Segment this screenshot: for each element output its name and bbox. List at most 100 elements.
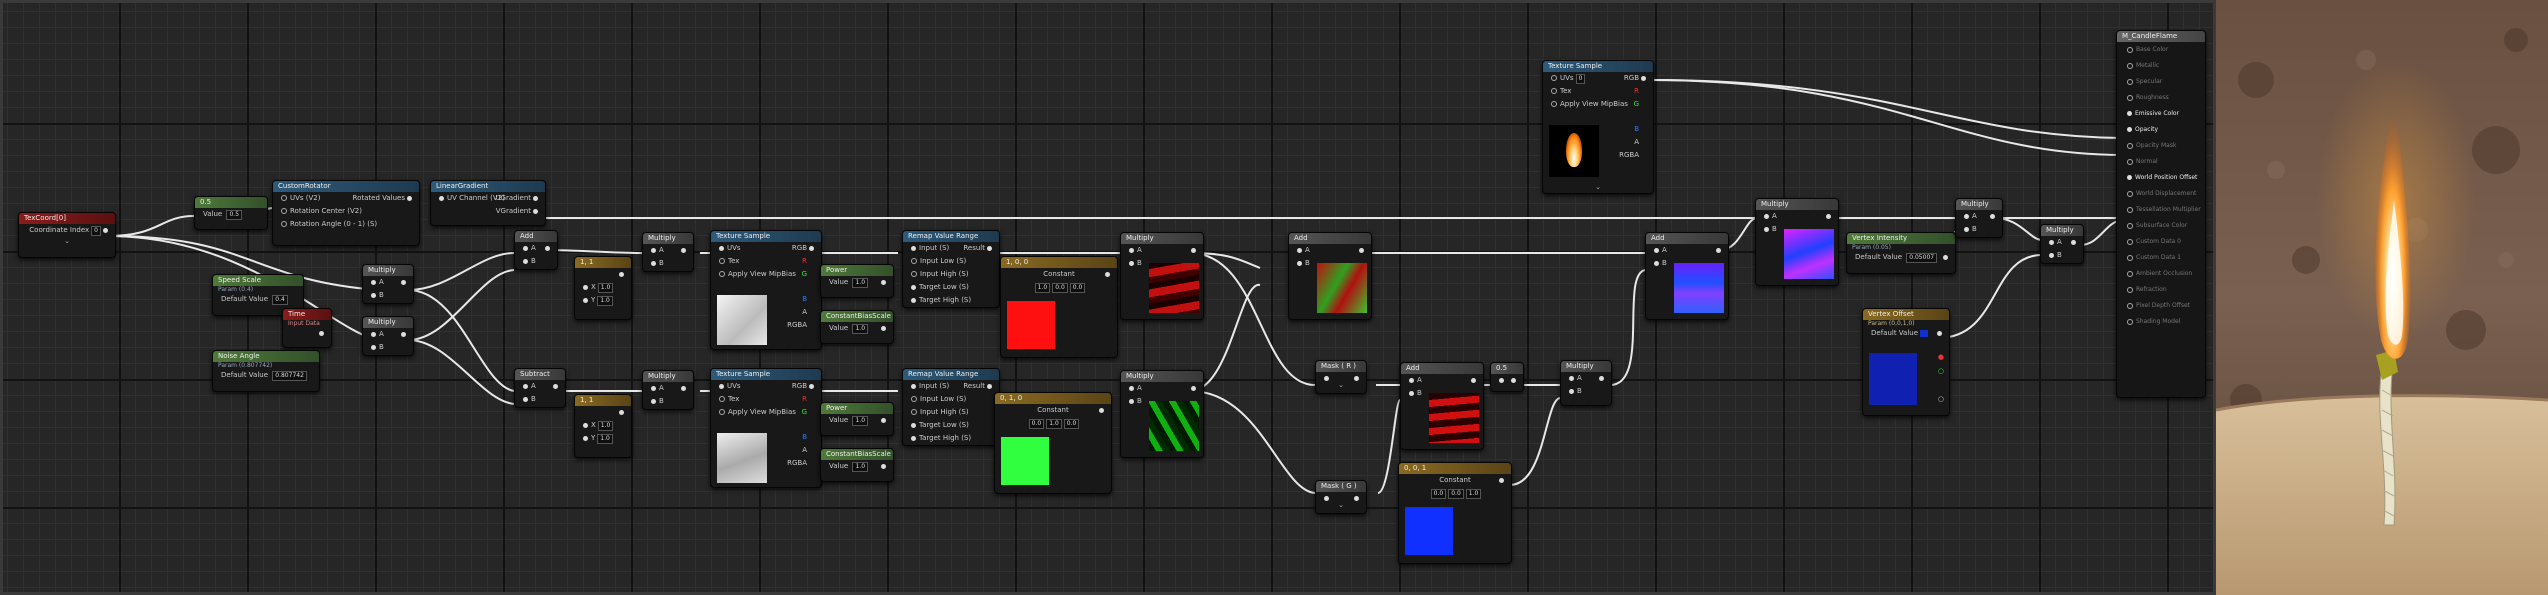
pin-icon[interactable] <box>681 386 686 391</box>
value-field[interactable]: 0.0 <box>1430 489 1447 499</box>
pin-icon[interactable] <box>1964 213 1969 219</box>
pin-icon[interactable] <box>371 279 376 285</box>
multiply-node[interactable]: Multiply A B <box>362 264 414 304</box>
pin-icon[interactable] <box>1990 214 1995 219</box>
material-pin-row[interactable]: Refraction <box>2117 282 2205 298</box>
pin-icon[interactable] <box>371 292 376 298</box>
value-field[interactable]: 1.0 <box>597 434 613 444</box>
preview-viewport[interactable] <box>2216 0 2548 595</box>
bias-scale-node[interactable]: ConstantBiasScale Value 1.0 <box>820 448 894 482</box>
pin-icon[interactable] <box>881 326 886 331</box>
pin-icon[interactable] <box>619 410 624 415</box>
pin-icon[interactable] <box>2127 318 2133 325</box>
material-pin-row[interactable]: Shading Model <box>2117 314 2205 330</box>
material-pin-row[interactable]: Ambient Occlusion <box>2117 266 2205 282</box>
pin-icon[interactable] <box>1764 226 1769 232</box>
pin-icon[interactable] <box>2127 175 2132 180</box>
color-picker-swatch[interactable] <box>1920 329 1929 337</box>
material-pin-row[interactable]: Emissive Color <box>2117 106 2205 122</box>
pin-icon[interactable] <box>2127 190 2133 197</box>
pin-icon[interactable] <box>523 258 528 264</box>
value-field[interactable]: 0.0 <box>1063 419 1080 429</box>
pin-icon[interactable] <box>103 228 108 233</box>
multiply-node[interactable]: Multiply A B <box>642 232 694 272</box>
pin-icon[interactable] <box>1716 248 1721 253</box>
dropdown-chevron-icon[interactable]: ⌄ <box>1338 501 1344 509</box>
value-field[interactable]: 0.0 <box>1052 283 1068 293</box>
pin-icon[interactable] <box>2127 94 2133 101</box>
pin-icon[interactable] <box>911 409 917 415</box>
add-node[interactable]: Add A B <box>514 230 558 270</box>
pin-icon[interactable] <box>2127 206 2133 213</box>
material-pin-row[interactable]: Custom Data 0 <box>2117 234 2205 250</box>
pin-icon[interactable] <box>1409 390 1414 396</box>
material-pin-row[interactable]: Metallic <box>2117 58 2205 74</box>
value-field[interactable]: 1.0 <box>1046 419 1062 429</box>
pin-icon[interactable] <box>439 195 444 201</box>
pin-icon[interactable] <box>2127 222 2133 229</box>
pin-icon[interactable] <box>881 418 886 423</box>
pin-icon[interactable] <box>583 435 588 441</box>
pin-icon[interactable] <box>545 246 550 251</box>
pin-icon[interactable] <box>911 383 916 389</box>
value-field[interactable]: 1.0 <box>852 324 869 334</box>
pin-icon[interactable] <box>1297 260 1302 266</box>
power-node[interactable]: Power Value 1.0 <box>820 402 894 436</box>
value-field[interactable]: 0.5 <box>226 210 243 220</box>
material-pin-row[interactable]: Opacity <box>2117 122 2205 138</box>
value-field[interactable]: 1.0 <box>1034 283 1051 293</box>
pin-icon[interactable] <box>553 384 558 389</box>
pin-icon[interactable] <box>1359 248 1364 253</box>
pin-icon[interactable] <box>2127 302 2133 309</box>
material-pin-row[interactable]: Specular <box>2117 74 2205 90</box>
bias-scale-node[interactable]: ConstantBiasScale Value 1.0 <box>820 310 894 344</box>
multiply-node[interactable]: Multiply A B <box>642 370 694 410</box>
pin-icon[interactable] <box>651 260 656 266</box>
pin-icon[interactable] <box>719 245 724 251</box>
multiply-node[interactable]: Multiply A B <box>2040 224 2084 264</box>
pin-icon[interactable] <box>911 396 917 402</box>
value-field[interactable]: 1.0 <box>1465 489 1482 499</box>
pin-icon[interactable] <box>1129 385 1134 391</box>
power-node[interactable]: Power Value 1.0 <box>820 264 894 298</box>
pin-icon[interactable] <box>1569 388 1574 394</box>
pin-icon[interactable] <box>1641 76 1646 81</box>
pin-icon[interactable] <box>1297 247 1302 253</box>
multiply-node[interactable]: Multiply A B <box>362 316 414 356</box>
pin-icon[interactable] <box>523 245 528 251</box>
pin-icon[interactable] <box>2127 158 2133 165</box>
pin-icon[interactable] <box>2127 270 2133 277</box>
pin-icon[interactable] <box>1129 247 1134 253</box>
remap-value-range-node[interactable]: Remap Value Range Input (S)Result Input … <box>902 368 1000 446</box>
value-field[interactable]: 1.0 <box>852 462 869 472</box>
pin-icon[interactable] <box>619 272 624 277</box>
pin-icon[interactable] <box>583 297 588 303</box>
pin-icon[interactable] <box>1354 496 1359 501</box>
pin-icon[interactable] <box>809 384 814 389</box>
pin-icon[interactable] <box>719 409 725 415</box>
pin-icon[interactable] <box>2127 78 2133 85</box>
pin-icon[interactable] <box>1471 378 1476 383</box>
pin-icon[interactable] <box>911 245 916 251</box>
pin-icon[interactable] <box>987 384 992 389</box>
vertex-intensity-param-node[interactable]: Vertex Intensity Param (0.05) Default Va… <box>1846 232 1956 274</box>
noise-angle-param-node[interactable]: Noise Angle Param (0.807742) Default Val… <box>212 350 320 392</box>
value-field[interactable]: 0 <box>91 226 101 236</box>
pin-icon[interactable] <box>1943 255 1948 260</box>
pin-icon[interactable] <box>1499 478 1504 483</box>
pin-icon[interactable] <box>719 271 725 277</box>
material-pin-row[interactable]: Normal <box>2117 154 2205 170</box>
pin-icon[interactable] <box>809 246 814 251</box>
value-field[interactable]: 1.0 <box>852 416 869 426</box>
pin-icon[interactable] <box>2071 240 2076 245</box>
pin-icon[interactable] <box>911 422 916 428</box>
pin-icon[interactable] <box>1354 376 1359 381</box>
pin-icon[interactable] <box>1654 260 1659 266</box>
multiply-node[interactable]: Multiply A B <box>1755 198 1839 286</box>
value-field[interactable]: 0 <box>1575 74 1586 84</box>
value-field[interactable]: 1.0 <box>852 278 869 288</box>
